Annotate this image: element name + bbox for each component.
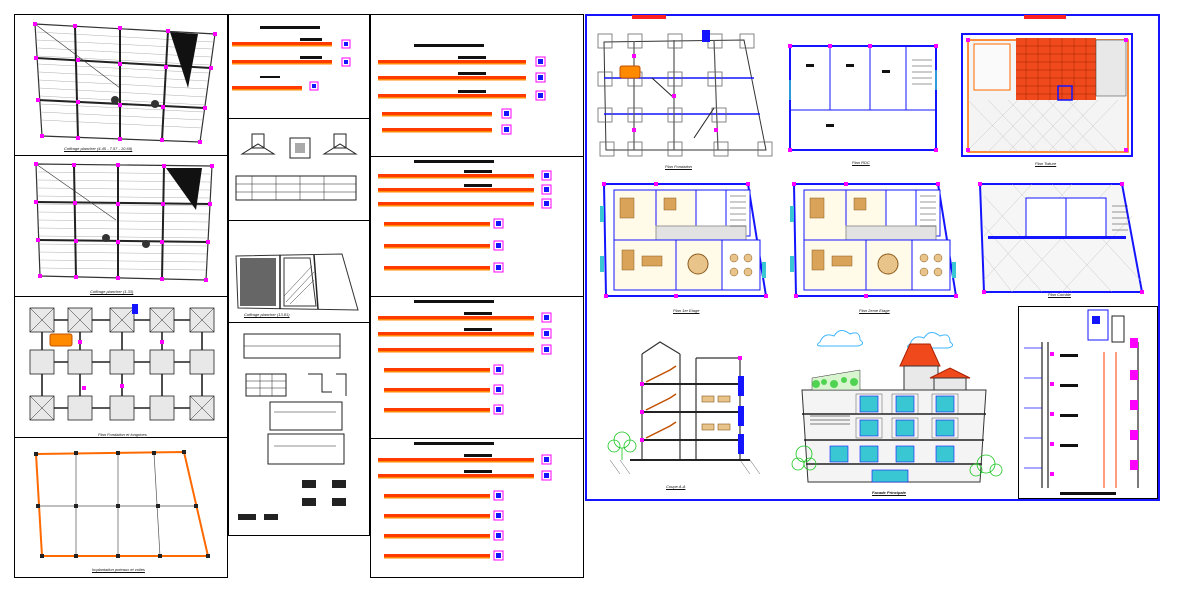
caption-plan-rdc: Plan RDC [852,160,870,165]
misc-details [238,333,347,520]
divider [370,296,584,297]
divider [228,118,370,119]
divider [14,155,228,156]
coupe-a-a [607,341,761,475]
slab-formwork-plan-2 [34,162,214,282]
plan-toiture [961,33,1133,157]
divider [370,156,584,157]
beam-schedule-3 [378,300,552,415]
footing-detail [235,133,358,201]
beam-schedule-2 [378,160,552,273]
caption-sheet3: Plan Fondation et longrines [98,432,147,437]
caption-plan-fondation: Plan Fondation [665,164,692,169]
caption-plan-combles: Plan Comble [1048,292,1071,297]
caption-plan-2eme: Plan 2eme Etage [859,308,890,313]
beam-schedule-1 [378,44,546,135]
plan-comble [978,182,1144,294]
plan-rdc [788,44,938,152]
stair-section-detail [1024,309,1139,495]
foundation-plan [29,304,215,421]
cloud-icon [816,330,954,349]
beam-schedule-4 [378,442,552,561]
architecture-sheet-frame [585,14,1160,501]
caption-sheet2: Coffrage plancher (1.33) [90,289,134,294]
caption-sheet4: Implantation poteaux et voiles [92,567,145,572]
beam-details [232,26,351,91]
sheet-title-bar-right [1024,15,1066,19]
columns-layout-plan [34,450,210,558]
slab-formwork-plan-3 [235,253,359,311]
tree-icon [607,431,637,460]
tree-icon [791,445,1003,477]
caption-sheet1: Coffrage plancher (4.45 - 7.57 - 10.69) [64,146,133,151]
slab-formwork-plan-1 [33,22,217,144]
divider [14,296,228,297]
caption-plan-1er: Plan 1er Etage [673,308,700,313]
plan-fondation [597,30,773,157]
divider [14,437,228,438]
facade-principale [791,330,1003,483]
caption-plan-toiture: Plan Toiture [1035,161,1057,166]
plan-2eme-etage [790,182,958,298]
divider [228,322,370,323]
detail-panel [1018,306,1158,499]
caption-col2-slab: Coffrage plancher (13.81) [244,312,290,317]
sheet-title-bar-left [632,15,666,19]
divider [370,438,584,439]
plan-1er-etage [600,182,768,298]
sheet-frame-col2 [228,14,370,536]
caption-coupe: Coupe A-A [666,484,686,489]
caption-facade: Facade Principale [872,490,907,495]
divider [228,220,370,221]
